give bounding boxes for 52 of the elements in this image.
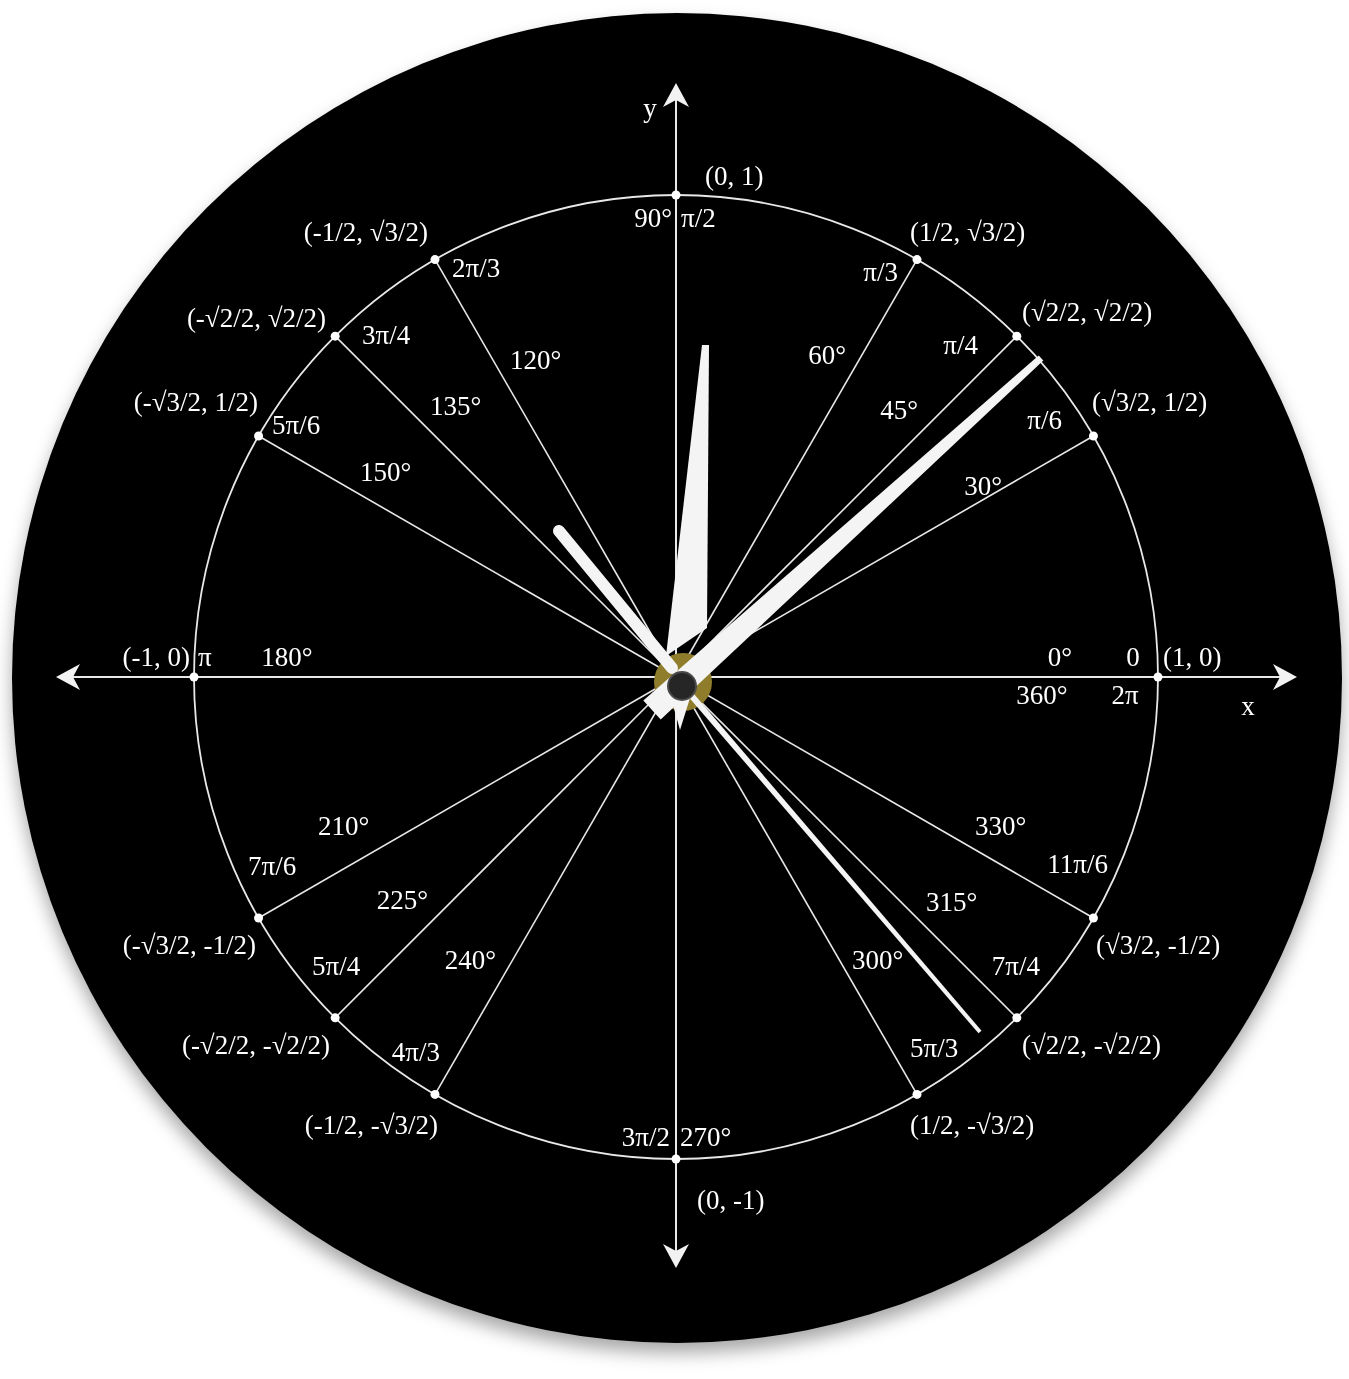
degree-label: 90°	[634, 204, 672, 232]
coordinate-label: (-1/2, √3/2)	[303, 218, 428, 246]
radian-label: 5π/4	[312, 952, 361, 980]
coordinate-label: (√2/2, -√2/2)	[1022, 1031, 1162, 1059]
axis-label: y	[643, 94, 657, 122]
radian-label: 5π/3	[910, 1034, 959, 1062]
degree-label: 225°	[376, 886, 428, 914]
degree-label: 360°	[1016, 681, 1068, 709]
coordinate-label: (√2/2, √2/2)	[1022, 298, 1153, 326]
degree-label: 150°	[360, 458, 412, 486]
radian-label: 2π	[1111, 681, 1139, 709]
degree-label: 180°	[261, 643, 313, 671]
radian-label: 11π/6	[1047, 850, 1108, 878]
radian-label: 4π/3	[391, 1038, 440, 1066]
radian-label: 3π/4	[362, 321, 411, 349]
radian-label: 5π/6	[272, 411, 321, 439]
radian-label: π/3	[863, 258, 898, 286]
radian-label: 3π/2	[621, 1123, 670, 1151]
degree-label: 300°	[852, 946, 904, 974]
coordinate-label: (-√2/2, -√2/2)	[181, 1031, 330, 1059]
degree-label: 30°	[964, 472, 1002, 500]
coordinate-label: (-√3/2, -1/2)	[122, 931, 256, 959]
radian-label: 2π/3	[452, 254, 501, 282]
degree-label: 60°	[808, 341, 846, 369]
radian-label: 7π/6	[248, 852, 297, 880]
axis-label: x	[1241, 692, 1255, 720]
coordinate-label: (√3/2, 1/2)	[1092, 388, 1208, 416]
radian-label: 0	[1126, 643, 1140, 671]
coordinate-label: (0, 1)	[705, 162, 764, 190]
degree-label: 45°	[880, 396, 918, 424]
coordinate-label: (1/2, √3/2)	[910, 218, 1026, 246]
coordinate-label: (-√2/2, √2/2)	[186, 304, 326, 332]
degree-label: 330°	[975, 812, 1027, 840]
coordinate-label: (√3/2, -1/2)	[1096, 931, 1221, 959]
degree-label: 240°	[444, 946, 496, 974]
coordinate-label: (-√3/2, 1/2)	[133, 388, 258, 416]
degree-label: 120°	[510, 346, 562, 374]
coordinate-label: (-1, 0)	[122, 643, 190, 671]
coordinate-label: (1, 0)	[1163, 643, 1222, 671]
radian-label: π/2	[681, 204, 716, 232]
coordinate-label: (1/2, -√3/2)	[910, 1111, 1035, 1139]
degree-label: 270°	[680, 1123, 732, 1151]
degree-label: 315°	[926, 888, 978, 916]
degree-label: 135°	[430, 392, 482, 420]
degree-label: 210°	[318, 812, 370, 840]
radian-label: π	[198, 643, 212, 671]
coordinate-label: (0, -1)	[697, 1186, 765, 1214]
radian-label: 7π/4	[991, 952, 1040, 980]
degree-label: 0°	[1047, 643, 1073, 671]
radian-label: π/6	[1027, 406, 1062, 434]
coordinate-label: (-1/2, -√3/2)	[304, 1111, 438, 1139]
radian-label: π/4	[943, 331, 978, 359]
